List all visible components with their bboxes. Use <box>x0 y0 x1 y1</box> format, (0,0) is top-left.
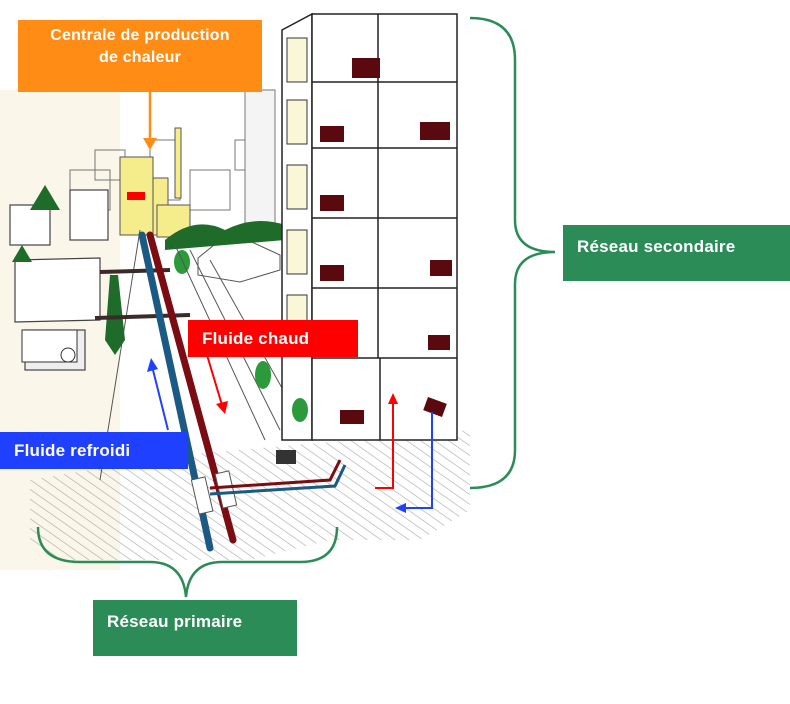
cold-flow-arrow <box>147 358 169 431</box>
branch-pipes <box>209 459 347 496</box>
hot-fluid-label: Fluide chaud <box>188 320 358 357</box>
heating-plant <box>119 127 191 238</box>
hot-riser-arrowhead <box>388 393 398 404</box>
primary-pipes <box>138 231 238 552</box>
cooled-fluid-label: Fluide refroidi <box>0 432 188 469</box>
centrale-pointer <box>143 92 157 150</box>
substation-box <box>276 450 296 464</box>
secondary-network-label: Réseau secondaire <box>563 225 790 281</box>
hot-flow-arrow <box>206 354 228 414</box>
left-trees <box>12 185 60 262</box>
left-buildings <box>9 189 109 371</box>
heating-plant-label: Centrale de production de chaleur <box>18 20 262 92</box>
building-hot-riser <box>375 402 394 489</box>
delivery-truck <box>21 329 78 363</box>
radiators <box>320 58 452 424</box>
heating-plant-label-line1: Centrale de production <box>50 27 230 44</box>
primary-network-bracket <box>36 526 339 598</box>
cold-return-arrowhead <box>395 503 406 513</box>
street-tree <box>105 275 125 355</box>
secondary-network-bracket <box>469 16 556 490</box>
building-trees <box>255 361 308 422</box>
heating-plant-label-line2: de chaleur <box>98 49 182 66</box>
building-cold-return <box>404 412 433 509</box>
primary-network-label: Réseau primaire <box>93 600 297 656</box>
